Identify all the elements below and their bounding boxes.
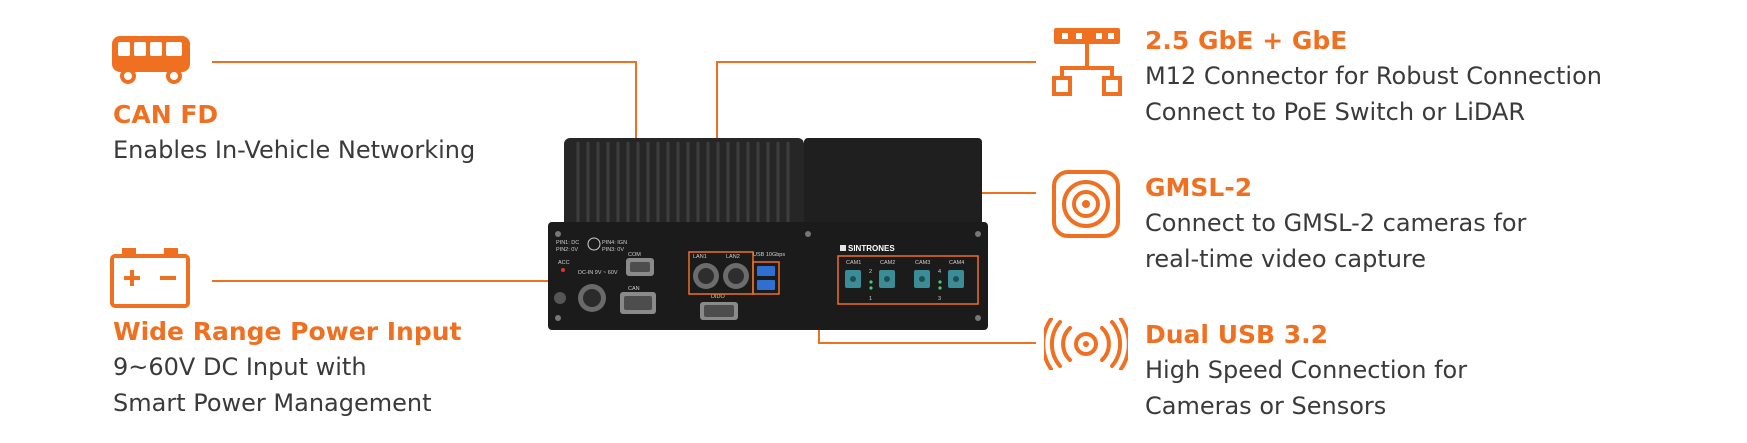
cam-num-4-label: 4 [938,269,941,275]
usb-line-1: High Speed Connection for [1145,356,1468,384]
cam4-label: CAM4 [949,260,964,266]
feature-can-fd: CAN FD Enables In-Vehicle Networking [113,98,475,168]
pin-right-1-label: PIN4: IGN [602,240,627,246]
cam1-label: CAM1 [846,260,861,266]
usb-title: Dual USB 3.2 [1145,320,1329,349]
power-title: Wide Range Power Input [113,317,462,346]
camera-icon [1052,170,1120,238]
gmsl-title: GMSL-2 [1145,173,1253,202]
battery-icon [110,248,190,308]
feature-usb: Dual USB 3.2 High Speed Connection for C… [1145,318,1467,424]
can-fd-title: CAN FD [113,100,219,129]
bus-icon [112,36,190,84]
pin-left-2-label: PIN2: 0V [556,247,578,253]
power-line-2: Smart Power Management [113,389,432,417]
device-illustration: PIN1: DC PIN2: 0V PIN4: IGN PIN3: 0V ACC… [548,138,988,330]
can-fd-line-1: Enables In-Vehicle Networking [113,136,476,164]
network-icon [1052,28,1122,96]
cam-num-3-label: 3 [938,296,941,302]
gmsl-line-2: real-time video capture [1145,245,1427,273]
dcin-label: DC-IN 9V ~ 60V [578,270,618,276]
ethernet-line-1: M12 Connector for Robust Connection [1145,62,1602,90]
lan2-label: LAN2 [726,254,740,260]
pin-right-2-label: PIN3: 0V [602,247,624,253]
power-line-1: 9~60V DC Input with [113,353,367,381]
ethernet-title: 2.5 GbE + GbE [1145,26,1348,55]
feature-gmsl: GMSL-2 Connect to GMSL-2 cameras for rea… [1145,171,1526,277]
feature-ethernet: 2.5 GbE + GbE M12 Connector for Robust C… [1145,24,1602,130]
cam2-label: CAM2 [880,260,895,266]
ethernet-line-2: Connect to PoE Switch or LiDAR [1145,98,1526,126]
cam3-label: CAM3 [915,260,930,266]
brand-logo-text: SINTRONES [848,244,895,253]
dido-label: DIDO [711,294,725,300]
pin-left-1-label: PIN1: DC [556,240,579,246]
can-port-label: CAN [628,286,640,292]
cam-num-1-label: 1 [869,296,872,302]
acc-label: ACC [558,260,570,266]
feature-power-input: Wide Range Power Input 9~60V DC Input wi… [113,315,462,421]
signal-waves-icon [1044,318,1128,370]
lan1-label: LAN1 [693,254,707,260]
usb-port-label: USB 10Gbps [753,252,785,258]
com-label: COM [628,252,641,258]
cam-num-2-label: 2 [869,269,872,275]
gmsl-line-1: Connect to GMSL-2 cameras for [1145,209,1527,237]
usb-line-2: Cameras or Sensors [1145,392,1387,420]
